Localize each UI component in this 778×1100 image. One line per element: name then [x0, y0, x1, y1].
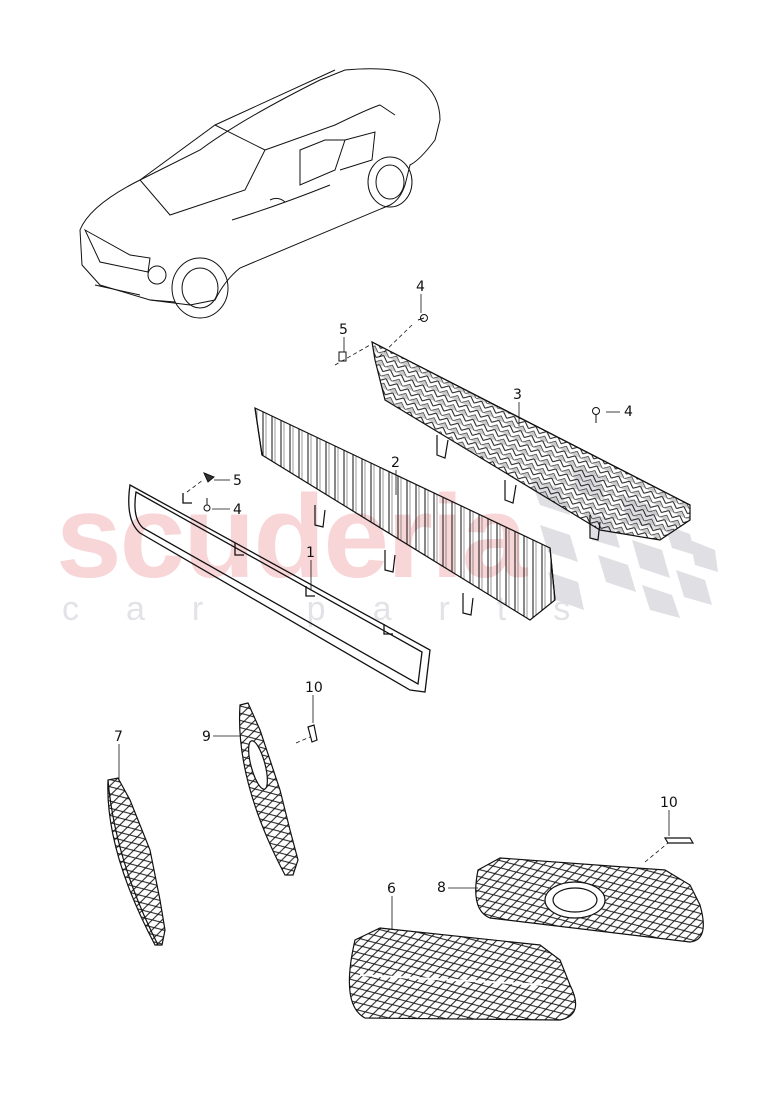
leader-lines: [118, 294, 670, 930]
callout-5-b[interactable]: 5: [233, 473, 242, 489]
callout-4-a[interactable]: 4: [416, 279, 425, 295]
clip-nut-icon: [203, 472, 215, 483]
callout-3[interactable]: 3: [513, 387, 522, 403]
callout-4-c[interactable]: 4: [233, 502, 242, 518]
clip-nut-icon: [338, 351, 347, 362]
callout-2[interactable]: 2: [391, 455, 400, 471]
part-3-upper-grille: [371, 340, 691, 541]
callout-6[interactable]: 6: [387, 881, 396, 897]
part-1-frame: [128, 483, 431, 693]
callout-10-a[interactable]: 10: [305, 680, 323, 696]
callout-8[interactable]: 8: [437, 880, 446, 896]
part-2-slat-grille: [254, 406, 556, 621]
part-7-side-grille: [107, 777, 166, 946]
vehicle-illustration: [79, 68, 441, 319]
part-6-bumper-insert: [348, 927, 577, 1021]
callout-10-b[interactable]: 10: [660, 795, 678, 811]
callout-1[interactable]: 1: [306, 545, 315, 561]
trim-clip-icon: [663, 837, 695, 844]
part-9-side-grille: [238, 702, 318, 876]
trim-clip-icon: [307, 724, 318, 743]
callout-7[interactable]: 7: [114, 729, 123, 745]
screw-icon: [203, 504, 211, 512]
part-8-bumper-insert: [475, 837, 704, 943]
callout-5-a[interactable]: 5: [339, 322, 348, 338]
callout-4-b[interactable]: 4: [624, 404, 633, 420]
callout-9[interactable]: 9: [202, 729, 211, 745]
screw-icon: [592, 407, 600, 415]
